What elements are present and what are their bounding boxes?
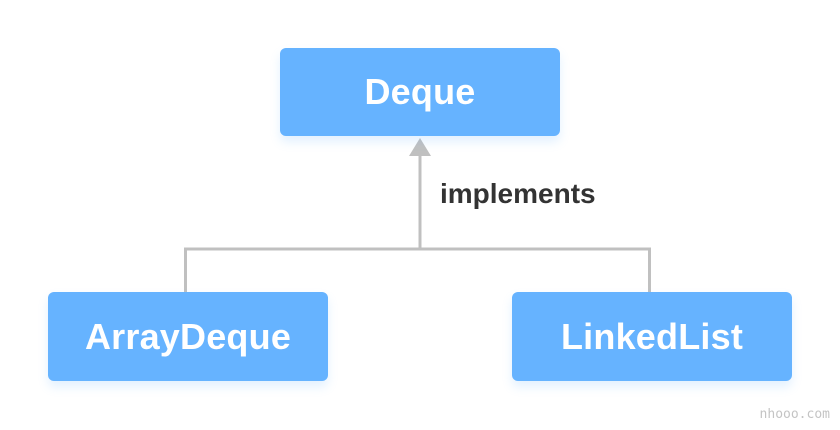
linkedlist-node-label: LinkedList bbox=[560, 315, 744, 357]
implements-label: implements bbox=[440, 178, 596, 209]
arraydeque-node-label: ArrayDeque bbox=[84, 315, 292, 357]
watermark: nhooo.com bbox=[759, 407, 830, 422]
deque-node-label: Deque bbox=[364, 71, 476, 112]
linkedlist-node: LinkedList bbox=[512, 292, 792, 381]
deque-node: Deque bbox=[280, 48, 560, 136]
arraydeque-node: ArrayDeque bbox=[48, 292, 328, 381]
implements-arrowhead bbox=[409, 138, 431, 156]
